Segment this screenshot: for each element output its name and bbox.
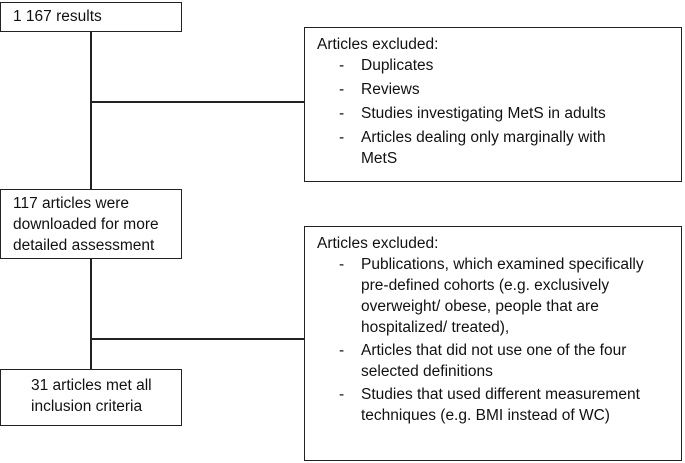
flow-box-downloaded-line-2: downloaded for more bbox=[13, 216, 159, 233]
exclusion-box-2: Articles excluded: - Publications, which… bbox=[304, 226, 682, 461]
exclusion-box-1: Articles excluded: - Duplicates - Review… bbox=[304, 27, 682, 182]
connector-branch-2 bbox=[90, 338, 305, 340]
flow-box-included: 31 articles met all inclusion criteria bbox=[0, 369, 182, 426]
exclusion-box-1-title: Articles excluded: bbox=[317, 36, 439, 53]
exclusion-2-item: - Publications, which examined specifica… bbox=[317, 254, 673, 338]
exclusion-1-item: - Duplicates bbox=[317, 55, 673, 76]
bullet-dash: - bbox=[339, 129, 345, 146]
exclusion-2-item-text: Publications, which examined specificall… bbox=[361, 256, 644, 336]
bullet-dash: - bbox=[339, 105, 345, 122]
exclusion-2-item: - Studies that used different measuremen… bbox=[317, 384, 673, 426]
exclusion-1-item-text: Articles dealing only marginally with Me… bbox=[361, 129, 606, 167]
exclusion-box-2-title: Articles excluded: bbox=[317, 235, 439, 252]
exclusion-2-item-text: Articles that did not use one of the fou… bbox=[361, 342, 627, 380]
exclusion-1-item-text: Reviews bbox=[361, 81, 420, 98]
exclusion-1-item-text: Studies investigating MetS in adults bbox=[361, 105, 606, 122]
connector-vertical-lower bbox=[90, 257, 92, 370]
flow-box-results: 1 167 results bbox=[0, 2, 182, 32]
bullet-dash: - bbox=[339, 57, 345, 74]
flow-box-downloaded-line-3: detailed assessment bbox=[13, 237, 155, 254]
flow-box-included-line-2: inclusion criteria bbox=[31, 398, 143, 415]
flow-box-downloaded-line-1: 117 articles were bbox=[13, 195, 130, 212]
bullet-dash: - bbox=[339, 81, 345, 98]
flow-box-downloaded: 117 articles were downloaded for more de… bbox=[0, 189, 182, 259]
exclusion-1-item-text: Duplicates bbox=[361, 57, 434, 74]
exclusion-2-item-text: Studies that used different measurement … bbox=[361, 386, 640, 424]
bullet-dash: - bbox=[339, 386, 345, 403]
bullet-dash: - bbox=[339, 342, 345, 359]
exclusion-1-item: - Reviews bbox=[317, 79, 673, 100]
connector-vertical-upper bbox=[90, 30, 92, 190]
flow-box-included-line-1: 31 articles met all bbox=[31, 377, 152, 394]
exclusion-1-item: - Articles dealing only marginally with … bbox=[317, 127, 611, 169]
exclusion-1-item: - Studies investigating MetS in adults bbox=[317, 103, 673, 124]
bullet-dash: - bbox=[339, 256, 345, 273]
flow-box-results-text: 1 167 results bbox=[13, 8, 102, 25]
connector-branch-1 bbox=[90, 101, 305, 103]
exclusion-2-item: - Articles that did not use one of the f… bbox=[317, 340, 673, 382]
